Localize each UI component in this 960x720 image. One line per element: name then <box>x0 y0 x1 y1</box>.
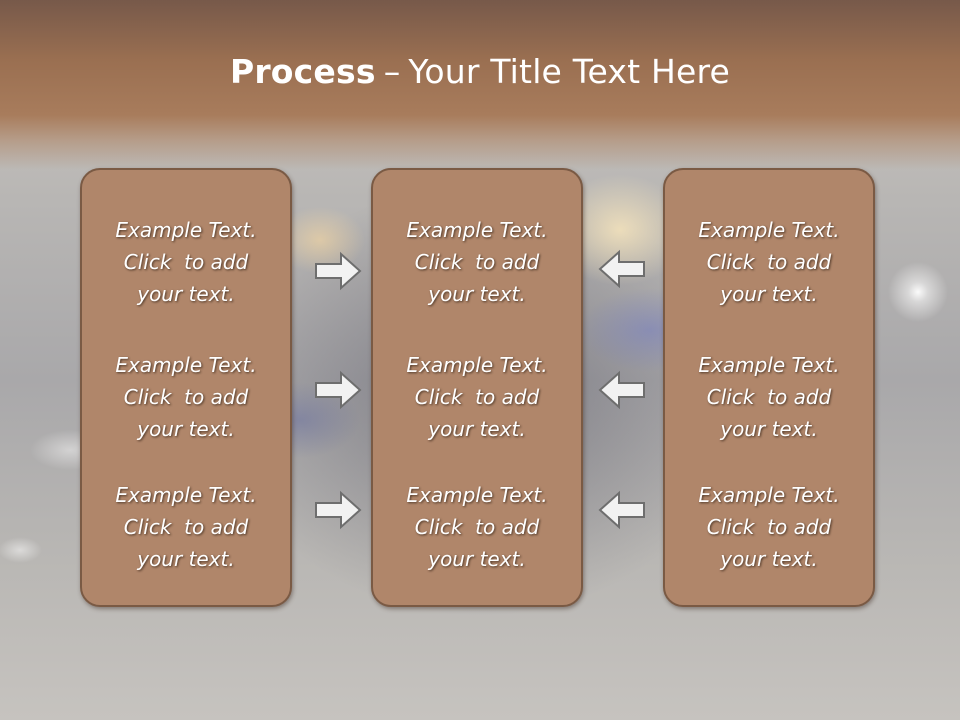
text-block[interactable]: Example Text. Click to add your text. <box>665 214 873 310</box>
text-block[interactable]: Example Text. Click to add your text. <box>665 349 873 445</box>
text-line: Click to add <box>123 515 249 539</box>
text-line: Example Text. <box>698 353 840 377</box>
text-line: Example Text. <box>406 218 548 242</box>
text-line: your text. <box>720 282 818 306</box>
text-block[interactable]: Example Text. Click to add your text. <box>82 214 290 310</box>
text-line: Click to add <box>706 385 832 409</box>
text-block[interactable]: Example Text. Click to add your text. <box>82 479 290 575</box>
text-line: your text. <box>428 282 526 306</box>
text-line: Example Text. <box>406 483 548 507</box>
text-line: Example Text. <box>698 483 840 507</box>
text-line: Example Text. <box>698 218 840 242</box>
right-arrow-icon <box>315 251 362 291</box>
title-band <box>0 0 960 170</box>
left-arrow-icon <box>598 370 645 410</box>
text-line: Click to add <box>123 385 249 409</box>
title-separator: – <box>383 52 401 91</box>
text-line: your text. <box>720 547 818 571</box>
text-block[interactable]: Example Text. Click to add your text. <box>665 479 873 575</box>
right-arrow-icon <box>315 370 362 410</box>
text-line: your text. <box>137 417 235 441</box>
title-bold-word: Process <box>229 52 376 91</box>
text-block[interactable]: Example Text. Click to add your text. <box>373 479 581 575</box>
text-line: your text. <box>428 547 526 571</box>
text-block[interactable]: Example Text. Click to add your text. <box>82 349 290 445</box>
process-box-right[interactable]: Example Text. Click to add your text. Ex… <box>663 168 875 607</box>
text-line: Click to add <box>414 515 540 539</box>
process-box-left[interactable]: Example Text. Click to add your text. Ex… <box>80 168 292 607</box>
text-line: Example Text. <box>115 353 257 377</box>
right-arrow-icon <box>315 490 362 530</box>
text-line: Example Text. <box>115 218 257 242</box>
left-arrow-icon <box>598 249 645 289</box>
process-box-middle[interactable]: Example Text. Click to add your text. Ex… <box>371 168 583 607</box>
text-line: Click to add <box>414 385 540 409</box>
title-text: Your Title Text Here <box>408 52 731 91</box>
text-line: Click to add <box>123 250 249 274</box>
text-line: Click to add <box>414 250 540 274</box>
text-block[interactable]: Example Text. Click to add your text. <box>373 349 581 445</box>
text-line: your text. <box>137 547 235 571</box>
text-line: Example Text. <box>406 353 548 377</box>
text-block[interactable]: Example Text. Click to add your text. <box>373 214 581 310</box>
text-line: Click to add <box>706 515 832 539</box>
left-arrow-icon <box>598 490 645 530</box>
text-line: your text. <box>428 417 526 441</box>
slide-title[interactable]: Process–Your Title Text Here <box>0 52 960 91</box>
text-line: your text. <box>720 417 818 441</box>
text-line: Example Text. <box>115 483 257 507</box>
text-line: Click to add <box>706 250 832 274</box>
text-line: your text. <box>137 282 235 306</box>
